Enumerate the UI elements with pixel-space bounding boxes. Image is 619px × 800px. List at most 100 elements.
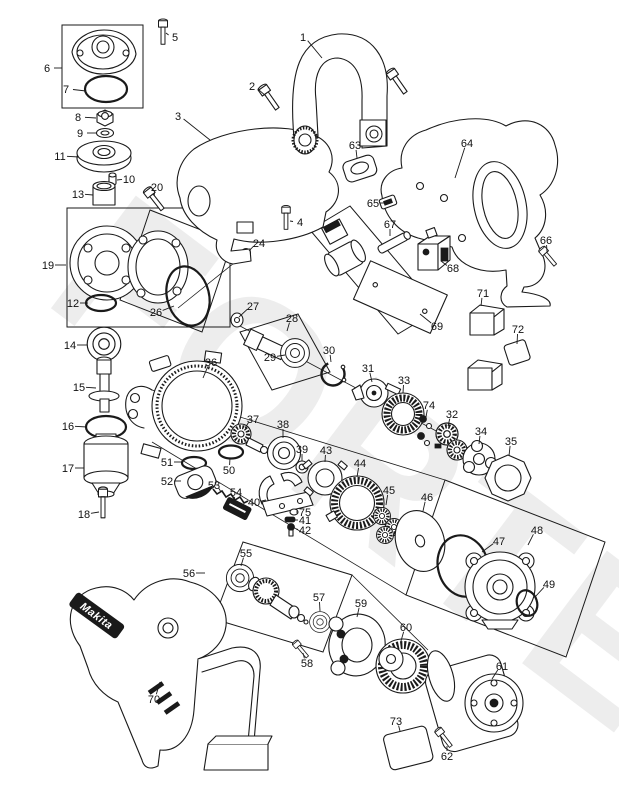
part-number-9: 9 — [77, 128, 83, 140]
part-washer-51 — [180, 455, 208, 471]
callout-leader-8 — [84, 116, 97, 119]
callout-leader-44 — [356, 467, 359, 478]
callout-leader-10 — [116, 178, 123, 181]
callout-leader-59 — [356, 607, 360, 618]
part-number-61: 61 — [496, 661, 508, 673]
part-number-32: 32 — [446, 409, 458, 421]
part-disc-46 — [394, 510, 446, 572]
part-number-30: 30 — [323, 345, 335, 357]
part-bearing-38 — [266, 435, 302, 471]
callout-leader-5 — [165, 32, 169, 36]
part-number-51: 51 — [161, 457, 173, 469]
part-seal-49 — [515, 589, 539, 617]
part-number-42: 42 — [299, 525, 311, 537]
part-retaining-ring-30 — [320, 361, 347, 387]
part-brush-holder-52 — [174, 465, 217, 499]
part-number-65: 65 — [367, 198, 379, 210]
part-number-27: 27 — [247, 301, 259, 313]
callout-leader-68 — [440, 260, 448, 266]
part-screw-42 — [287, 523, 295, 537]
callout-leader-3 — [183, 118, 211, 141]
part-number-10: 10 — [123, 174, 135, 186]
part-number-34: 34 — [475, 426, 487, 438]
part-o-ring-7 — [83, 74, 129, 104]
screw-handle — [384, 66, 410, 97]
callout-leader-11 — [66, 155, 80, 158]
part-rotor-60 — [375, 638, 431, 694]
part-number-12: 12 — [67, 298, 79, 310]
part-clip-65 — [378, 194, 398, 210]
part-motor-61 — [424, 650, 524, 753]
part-number-44: 44 — [354, 458, 366, 470]
callout-leader-29 — [276, 354, 286, 357]
callout-leader-70 — [155, 681, 161, 695]
callout-leader-28 — [286, 322, 290, 332]
callout-leader-26 — [162, 305, 175, 311]
part-number-69: 69 — [431, 321, 443, 333]
callout-leader-7 — [72, 89, 87, 92]
part-number-72: 72 — [512, 324, 524, 336]
callout-leader-27 — [238, 308, 248, 318]
part-needle-bearing-33 — [381, 392, 425, 436]
callout-leader-13 — [84, 193, 94, 196]
part-bearing-57 — [309, 611, 331, 633]
part-housing-left-70: Makita — [69, 578, 273, 771]
part-number-74: 74 — [423, 400, 435, 412]
part-number-62: 62 — [441, 751, 453, 763]
part-number-52: 52 — [161, 476, 173, 488]
part-shift-fork-40 — [258, 471, 314, 517]
part-o-ring-50 — [217, 444, 245, 460]
part-number-43: 43 — [320, 445, 332, 457]
callout-leader-72 — [516, 333, 518, 345]
part-number-16: 16 — [62, 421, 74, 433]
part-switch-68 — [417, 226, 451, 271]
part-number-64: 64 — [461, 138, 473, 150]
part-connector-71b — [467, 359, 503, 391]
callout-leader-4 — [289, 220, 294, 222]
part-number-3: 3 — [175, 111, 181, 123]
callout-leader-40 — [260, 499, 267, 502]
part-number-35: 35 — [505, 436, 517, 448]
part-spring-53 — [212, 488, 249, 505]
part-housing-cover-3 — [176, 127, 339, 265]
part-spindle-15 — [88, 356, 120, 413]
part-flange-11 — [76, 140, 132, 173]
callout-leader-16 — [74, 425, 88, 428]
part-washer-9 — [95, 127, 115, 139]
part-gears-32 — [435, 423, 469, 462]
callout-leader-32 — [447, 418, 451, 427]
part-label-72 — [503, 339, 531, 366]
part-number-13: 13 — [72, 189, 84, 201]
part-number-50: 50 — [223, 465, 235, 477]
part-number-63: 63 — [349, 140, 361, 152]
part-number-75: 75 — [299, 507, 311, 519]
part-number-1: 1 — [300, 32, 306, 44]
part-gear-spindle-56 — [248, 576, 309, 625]
part-number-59: 59 — [355, 598, 367, 610]
part-label-73 — [383, 725, 434, 771]
part-number-38: 38 — [277, 419, 289, 431]
callout-leader-71 — [480, 297, 483, 307]
callout-leader-47 — [481, 543, 494, 553]
part-number-17: 17 — [62, 463, 74, 475]
part-number-15: 15 — [73, 382, 85, 394]
callout-leader-36 — [202, 366, 209, 379]
part-pin-41 — [284, 516, 296, 523]
part-number-68: 68 — [447, 263, 459, 275]
part-number-53: 53 — [208, 480, 220, 492]
part-number-14: 14 — [64, 340, 76, 352]
part-number-46: 46 — [421, 492, 433, 504]
part-ring-gear-44 — [325, 475, 390, 531]
part-button-63 — [342, 154, 378, 183]
part-number-49: 49 — [543, 579, 555, 591]
callout-leader-46 — [422, 501, 426, 512]
part-number-40: 40 — [248, 497, 260, 509]
part-number-57: 57 — [313, 592, 325, 604]
callout-leader-18 — [90, 511, 100, 514]
part-number-33: 33 — [398, 375, 410, 387]
part-number-66: 66 — [540, 235, 552, 247]
part-number-2: 2 — [249, 81, 255, 93]
callout-leader-53 — [218, 488, 222, 493]
part-number-26: 26 — [150, 307, 162, 319]
